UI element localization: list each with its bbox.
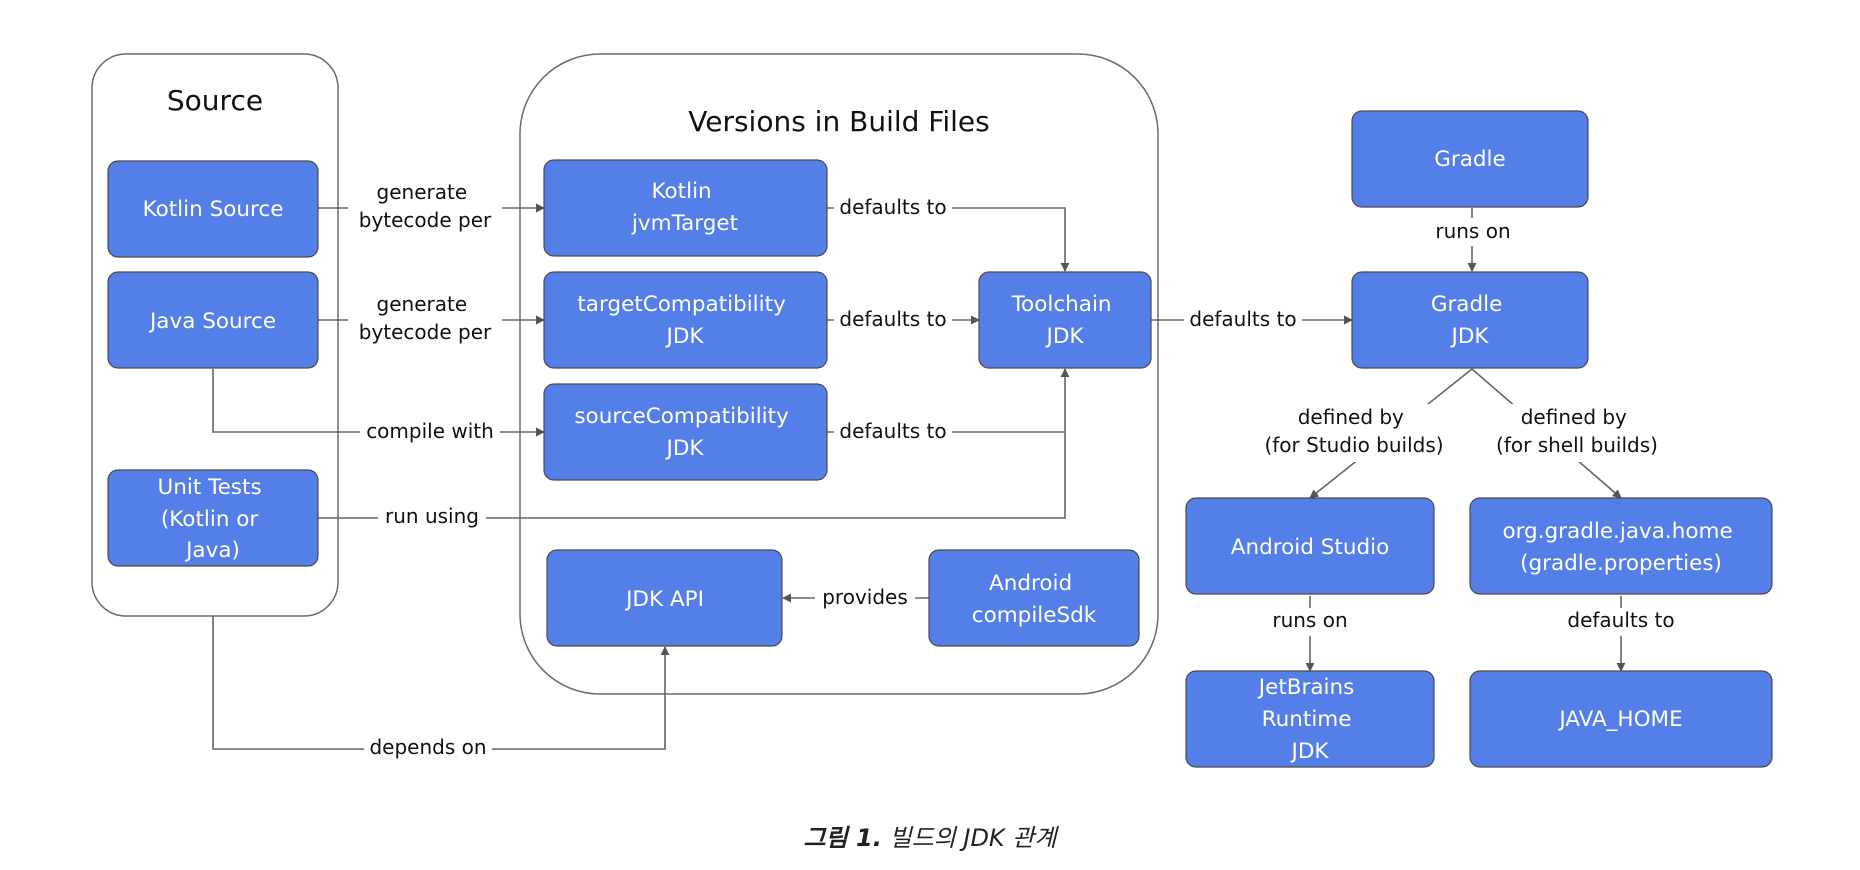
java-home-label: JAVA_HOME <box>1557 707 1682 732</box>
gradle-jdk-node: Gradle JDK <box>1351 271 1589 369</box>
android-compilesdk-node: Android compileSdk <box>928 549 1140 647</box>
gradle-node: Gradle <box>1351 110 1589 208</box>
kotlin-source-node: Kotlin Source <box>107 160 319 258</box>
java-source-node: Java Source <box>107 271 319 369</box>
gradle-label: Gradle <box>1434 147 1506 172</box>
edge-label-jvmtarget-defaults: defaults to <box>839 195 946 219</box>
figure-caption-text: 빌드의 JDK 관계 <box>889 824 1057 852</box>
gradle-jdk-label: Gradle JDK <box>1431 292 1509 349</box>
java-source-label: Java Source <box>148 309 276 334</box>
build-files-group-title: Versions in Build Files <box>688 105 990 138</box>
jetbrains-runtime-label: JetBrains Runtime JDK <box>1257 675 1361 764</box>
gradle-java-home-label: org.gradle.java.home (gradle.properties) <box>1502 519 1739 576</box>
source-group-title: Source <box>167 84 263 117</box>
java-home-node: JAVA_HOME <box>1469 670 1773 768</box>
edge-label-studio-runs-on: runs on <box>1272 608 1347 632</box>
source-compatibility-label: sourceCompatibility JDK <box>574 404 795 461</box>
edge-label-compile-with: compile with <box>366 419 494 443</box>
android-studio-label: Android Studio <box>1231 535 1389 560</box>
toolchain-jdk-node: Toolchain JDK <box>978 271 1152 369</box>
edge-label-defined-shell: defined by (for shell builds) <box>1496 405 1658 457</box>
gradle-java-home-node: org.gradle.java.home (gradle.properties) <box>1469 497 1773 595</box>
target-compatibility-node: targetCompatibility JDK <box>543 271 828 369</box>
kotlin-source-label: Kotlin Source <box>143 197 284 222</box>
source-compatibility-node: sourceCompatibility JDK <box>543 383 828 481</box>
edge-label-gradle-runs-on: runs on <box>1435 219 1510 243</box>
jdk-api-node: JDK API <box>546 549 783 647</box>
edge-label-toolchain-defaults: defaults to <box>1189 307 1296 331</box>
unit-tests-node: Unit Tests (Kotlin or Java) <box>107 469 319 567</box>
android-compilesdk-label: Android compileSdk <box>972 571 1097 628</box>
figure-caption: 그림 1. 빌드의 JDK 관계 <box>0 818 1860 853</box>
edge-unit-tests-to-toolchain <box>318 368 1070 519</box>
android-studio-node: Android Studio <box>1185 497 1435 595</box>
edge-label-run-using: run using <box>385 504 479 528</box>
edge-label-java-generate: generate bytecode per <box>359 292 492 344</box>
unit-tests-label: Unit Tests (Kotlin or Java) <box>158 475 269 563</box>
jdk-relationship-diagram: Source Versions in Build Files Kotlin So… <box>91 53 1773 768</box>
kotlin-jvmtarget-node: Kotlin jvmTarget <box>543 159 828 257</box>
toolchain-jdk-label: Toolchain JDK <box>1011 292 1119 349</box>
edge-label-java-home-defaults: defaults to <box>1567 608 1674 632</box>
edge-label-kotlin-generate: generate bytecode per <box>359 180 492 232</box>
edge-label-source-defaults: defaults to <box>839 419 946 443</box>
edge-label-target-defaults: defaults to <box>839 307 946 331</box>
target-compatibility-label: targetCompatibility JDK <box>577 292 792 349</box>
jetbrains-runtime-node: JetBrains Runtime JDK <box>1185 670 1435 768</box>
edge-label-provides: provides <box>822 585 908 609</box>
kotlin-jvmtarget-label: Kotlin jvmTarget <box>631 179 738 236</box>
edge-label-depends-on: depends on <box>369 735 486 759</box>
figure-caption-label: 그림 1. <box>803 824 882 852</box>
edge-label-defined-studio: defined by (for Studio builds) <box>1264 405 1443 457</box>
jdk-api-label: JDK API <box>624 587 704 612</box>
